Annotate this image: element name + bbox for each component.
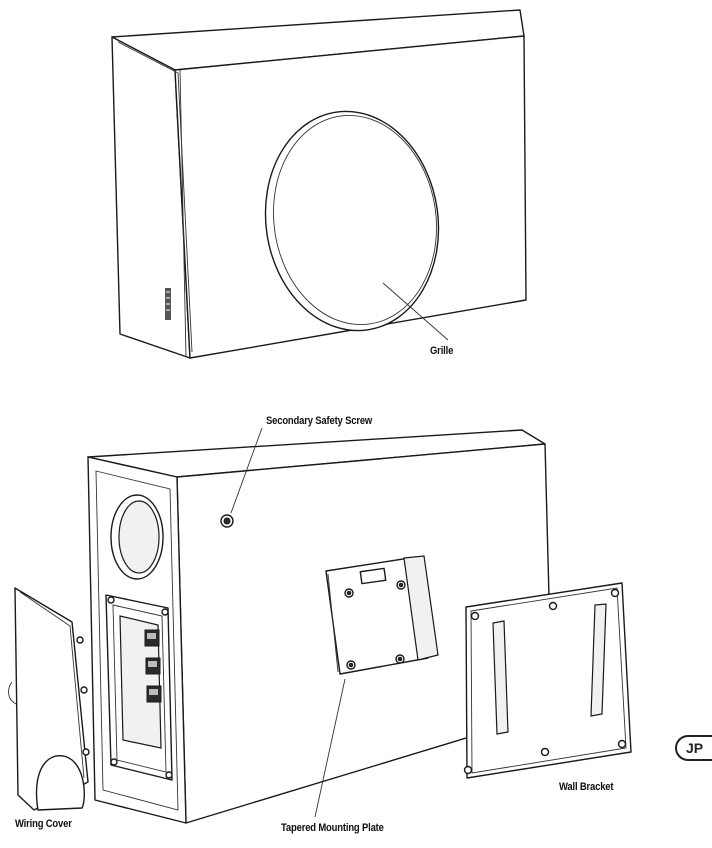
safety-screw [220,514,234,528]
wiring-cover-label: Wiring Cover [15,818,72,830]
language-tab: JP [675,735,712,761]
wiring-cover [8,587,90,811]
grille-label: Grille [430,345,454,357]
grille-circle [264,110,440,332]
wall-bracket-label: Wall Bracket [559,781,614,793]
language-tab-label: JP [686,740,704,756]
tapered-mounting-plate [325,555,439,675]
secondary-safety-screw-label: Secondary Safety Screw [266,415,373,427]
bass-port [110,494,164,580]
brand-logo-mark [165,288,171,320]
safety-screw-leader-line [230,427,263,514]
grille-leader-line [382,282,449,341]
tapered-mounting-plate-label: Tapered Mounting Plate [281,822,384,834]
wall-bracket [463,582,632,779]
mounting-plate-leader-line [314,678,346,818]
speaker-terminals [144,629,162,703]
terminal-panel [105,594,173,781]
